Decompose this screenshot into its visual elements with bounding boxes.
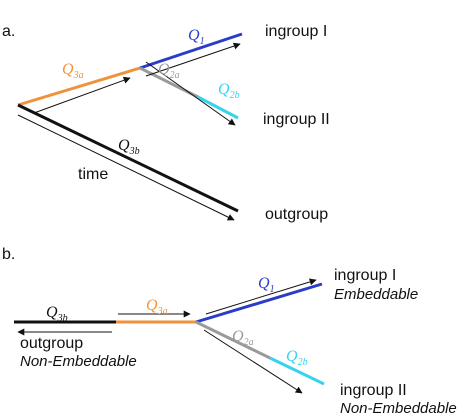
taxon-a-outgroup: outgroup	[265, 206, 328, 223]
label-b-q1: Q1	[258, 275, 275, 295]
label-a-q2a: Q2a	[158, 61, 180, 81]
arrow-a-q1	[145, 42, 241, 77]
arrow-a-q3b	[17, 114, 235, 221]
taxon-b-ingroup1: ingroup I	[334, 267, 396, 284]
label-a-q2b: Q2b	[218, 81, 240, 101]
label-b-q2a: Q2a	[232, 328, 254, 348]
arrow-a-q2	[145, 61, 236, 126]
time-label: time	[78, 166, 108, 183]
branch-a-q1	[139, 32, 243, 70]
branch-a-q3a	[17, 66, 141, 107]
arrow-b-q1	[205, 278, 317, 315]
branch-b-q2a	[195, 320, 271, 360]
label-a-q3b: Q3b	[118, 137, 140, 157]
arrow-a-q3a	[33, 76, 131, 114]
panel-b: b. Q3b Q3a Q1 Q2a Q2b outgroup Non-Embed…	[2, 246, 457, 415]
taxon-a-ingroup2: ingroup II	[263, 111, 330, 128]
branch-b-q1	[195, 282, 323, 324]
panel-b-label: b.	[2, 246, 15, 263]
arrow-b-q2	[203, 329, 303, 394]
status-b-ingroup1: Embeddable	[334, 286, 418, 303]
label-b-q2b: Q2b	[286, 348, 308, 368]
status-b-outgroup: Non-Embeddable	[20, 353, 137, 370]
label-b-q3b: Q3b	[46, 304, 68, 324]
panel-a: a. Q3a Q1 Q2a Q2b Q3b time ingroup I ing…	[2, 23, 330, 223]
label-b-q3a: Q3a	[146, 297, 168, 317]
taxon-b-outgroup: outgroup	[20, 335, 83, 352]
branch-a-q2b	[197, 95, 239, 120]
panel-a-label: a.	[2, 23, 15, 40]
label-a-q3a: Q3a	[62, 61, 84, 81]
branch-b-q2b	[269, 356, 325, 386]
taxon-a-ingroup1: ingroup I	[265, 23, 327, 40]
status-b-ingroup2: Non-Embeddable	[340, 400, 457, 415]
label-a-q1: Q1	[188, 27, 205, 47]
taxon-b-ingroup2: ingroup II	[340, 382, 407, 399]
branch-a-q3b	[17, 103, 239, 213]
